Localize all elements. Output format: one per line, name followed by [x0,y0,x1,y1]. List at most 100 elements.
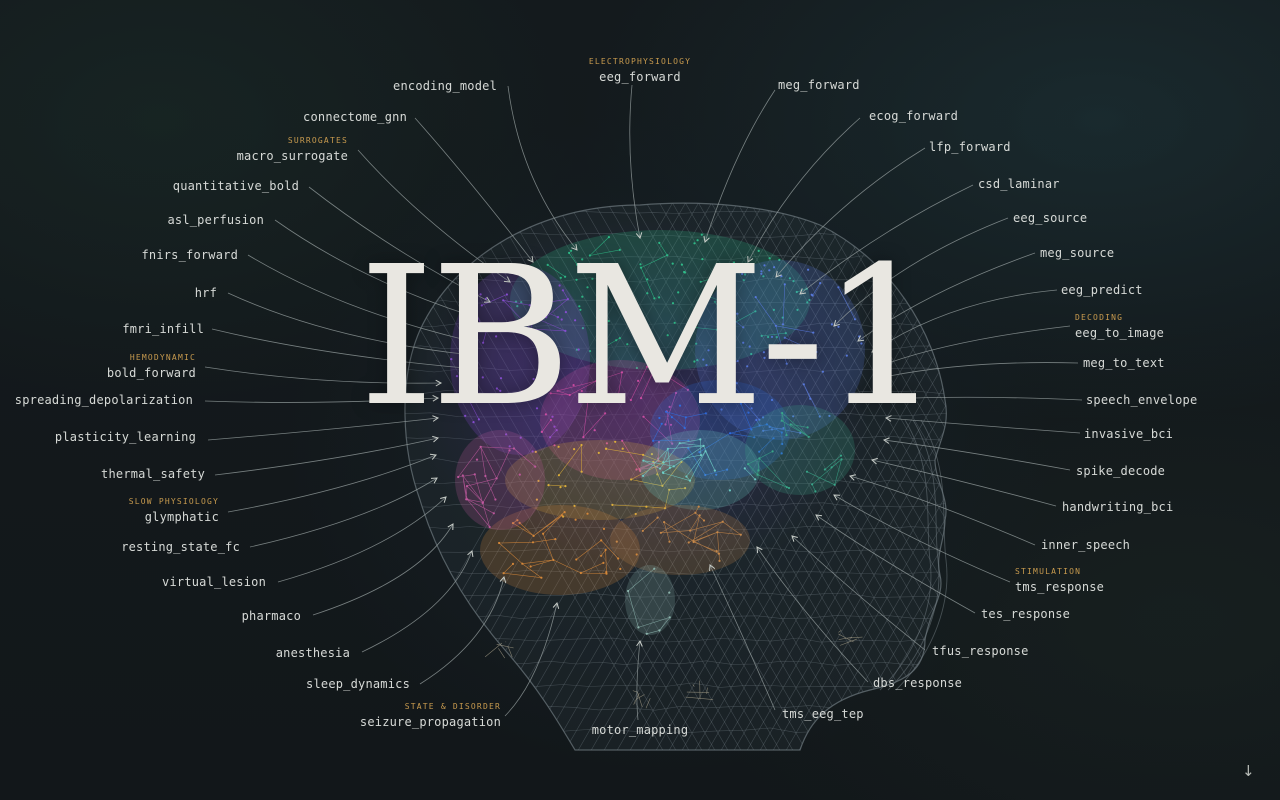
label-tms-eeg-tep[interactable]: tms_eeg_tep [782,707,864,721]
arrowhead-icon [775,271,782,278]
label-thermal-safety[interactable]: thermal_safety [101,467,205,481]
label-hrf[interactable]: hrf [194,286,217,300]
callout-arrow-25 [227,454,437,513]
arrowhead-icon [879,361,886,368]
callout-arrow-16 [879,325,1071,367]
label-lfp-forward[interactable]: lfp_forward [929,140,1011,154]
label-tes-response[interactable]: tes_response [981,607,1071,621]
arrowhead-icon [432,394,440,402]
label-speech-envelope[interactable]: speech_envelope [1086,393,1198,407]
arrowhead-icon [815,514,823,521]
group-stimulation: STIMULATION [1015,567,1082,576]
label-invasive-bci[interactable]: invasive_bci [1084,427,1174,441]
arrowhead-icon [435,379,443,387]
arrowhead-icon [429,453,437,460]
label-glymphatic[interactable]: glymphatic [144,510,219,524]
callout-arrow-28 [849,475,1036,546]
callout-arrow-32 [815,514,976,614]
arrowhead-icon [886,395,894,403]
arrowhead-icon [459,364,467,371]
arrowhead-icon [756,546,763,554]
arrowhead-icon [432,435,440,443]
label-sleep-dynamics[interactable]: sleep_dynamics [306,677,410,691]
label-meg-source[interactable]: meg_source [1040,246,1115,260]
arrowhead-icon [791,535,798,542]
callout-arrow-9 [274,219,473,317]
callout-arrow-10 [833,217,1009,327]
callout-arrow-22 [885,417,1081,434]
label-spike-decode[interactable]: spike_decode [1076,464,1166,478]
label-ecog-forward[interactable]: ecog_forward [869,109,959,123]
callout-arrow-3 [414,117,534,263]
callout-arrow-0 [507,85,578,251]
arrowhead-icon [432,415,440,422]
callout-arrow-38 [709,564,776,711]
group-decoding: DECODING [1075,313,1124,322]
callout-arrow-34 [791,535,926,651]
group-hemodynamic: HEMODYNAMIC [129,353,196,362]
label-tms-response[interactable]: tms_response [1015,580,1105,594]
callout-arrow-27 [249,477,438,548]
label-csd-laminar[interactable]: csd_laminar [978,177,1060,191]
label-fmri-infill[interactable]: fmri_infill [122,322,204,336]
label-spreading-depolarization[interactable]: spreading_depolarization [14,393,193,407]
callout-arrow-30 [833,494,1011,583]
callout-arrow-13 [227,292,473,356]
label-anesthesia[interactable]: anesthesia [275,646,350,660]
label-resting-state-fc[interactable]: resting_state_fc [121,540,240,554]
label-fnirs-forward[interactable]: fnirs_forward [141,248,238,262]
scroll-down-icon[interactable]: ↓ [1242,762,1255,780]
label-asl-perfusion[interactable]: asl_perfusion [167,213,264,227]
arrowhead-icon [849,474,856,481]
callout-arrow-5 [357,149,511,283]
arrowhead-icon [833,320,840,327]
group-state-disorder: STATE & DISORDER [404,702,501,711]
callout-arrow-17 [204,366,442,384]
callout-arrow-26 [871,459,1057,507]
arrowhead-icon [870,457,878,465]
label-meg-to-text[interactable]: meg_to_text [1083,356,1165,370]
arrowhead-icon [466,311,473,318]
brain-network-regions [410,220,870,709]
group-surrogates: SURROGATES [287,136,348,145]
arrowhead-icon [571,244,578,251]
callout-arrow-21 [207,417,439,441]
label-eeg-predict[interactable]: eeg_predict [1061,283,1143,297]
label-encoding-model[interactable]: encoding_model [393,79,497,93]
label-eeg-source[interactable]: eeg_source [1013,211,1088,225]
arrowhead-icon [467,550,474,557]
label-meg-forward[interactable]: meg_forward [778,78,860,92]
label-virtual-lesion[interactable]: virtual_lesion [162,575,266,589]
label-macro-surrogate[interactable]: macro_surrogate [236,149,348,163]
arrowhead-icon [833,494,841,501]
label-quantitative-bold[interactable]: quantitative_bold [172,179,299,193]
callout-arrow-20 [887,396,1083,401]
arrowhead-icon [466,351,474,358]
arrowhead-icon [527,256,534,263]
callout-arrow-37 [504,602,558,717]
arrowhead-icon [709,564,716,572]
arrowhead-icon [882,437,890,444]
label-motor-mapping[interactable]: motor_mapping [591,723,689,737]
callout-arrow-2 [704,89,776,243]
label-plasticity-learning[interactable]: plasticity_learning [54,430,196,444]
group-electrophysiology: ELECTROPHYSIOLOGY [588,57,692,66]
label-eeg-to-image[interactable]: eeg_to_image [1075,326,1165,340]
callout-arrow-36 [756,546,869,683]
callout-arrow-4 [747,117,861,263]
label-handwriting-bci[interactable]: handwriting_bci [1062,500,1174,514]
label-eeg-forward[interactable]: eeg_forward [599,70,681,84]
label-tfus-response[interactable]: tfus_response [932,644,1029,658]
label-connectome-gnn[interactable]: connectome_gnn [303,110,407,124]
arrowhead-icon [636,639,643,647]
label-inner-speech[interactable]: inner_speech [1041,538,1131,552]
label-dbs-response[interactable]: dbs_response [873,676,963,690]
arrowhead-icon [503,276,511,283]
label-bold-forward[interactable]: bold_forward [106,366,196,380]
label-seizure-propagation[interactable]: seizure_propagation [359,715,501,729]
arrowhead-icon [483,296,491,303]
arrowhead-icon [430,477,438,484]
callout-arrow-15 [211,328,466,369]
label-pharmaco[interactable]: pharmaco [241,609,301,623]
callout-arrow-18 [883,362,1079,378]
